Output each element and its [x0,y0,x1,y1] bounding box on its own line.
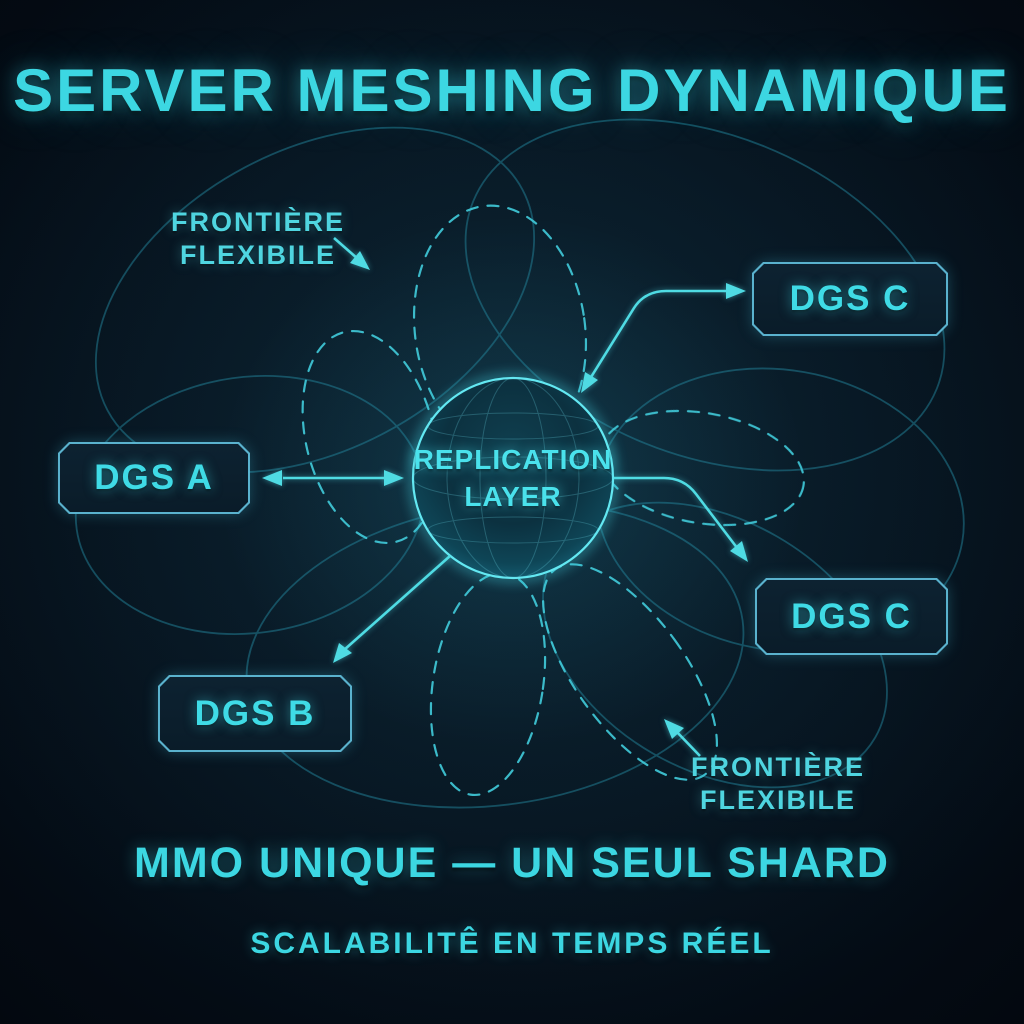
node-dgs-c-top: DGS C [752,262,948,336]
boundary-petal-right [599,409,805,527]
label-line: FRONTIÈRE [170,207,346,237]
replication-layer-label: REPLICATION LAYER [413,433,613,523]
node-dgs-c-right: DGS C [755,578,948,655]
sphere-body [411,376,615,580]
footer-headline: MMO UNIQUE — UN SEUL SHARD [134,839,890,887]
page-title: SERVER MESHING DYNAMIQUE [13,57,1011,124]
arrowhead [726,283,746,299]
node-fill [60,444,248,512]
node-dgs-a: DGS A [58,442,250,514]
node-label: DGS A [94,458,214,497]
label-line: LAYER [464,481,562,512]
label-line: FLEXIBILE [179,240,337,270]
label-line: FRONTIÈRE [690,752,866,782]
flexible-boundary-label-top: FRONTIÈRE FLEXIBILE [171,206,345,272]
mesh-region-outline [464,118,946,472]
arrowhead [333,643,352,663]
arrowhead [350,251,370,270]
node-dgs-b: DGS B [158,675,352,752]
node-fill [160,677,350,750]
boundary-arrow-bottom [674,729,701,757]
link-dgs-c-top [586,289,734,383]
arrowhead [384,470,404,486]
sphere-wireframe [412,377,614,579]
link-dgs-b [343,555,451,651]
footer-subline: SCALABILITÊ EN TEMPS RÉEL [250,927,774,960]
arrowhead [581,372,598,393]
boundary-petal-bottom-left [429,571,547,797]
arrowhead [664,719,684,739]
flexible-boundary-label-bottom: FRONTIÈRE FLEXIBILE [691,751,865,817]
arrowhead [730,541,748,562]
boundary-arrow-top [333,237,359,260]
link-arrows [262,237,748,757]
link-dgs-c-right [614,476,743,554]
node-label: DGS B [194,693,316,733]
replication-sphere [408,373,618,583]
label-line: FLEXIBILE [699,785,857,815]
mesh-region-outline [94,126,536,474]
arrowhead [262,470,282,486]
node-fill [757,580,946,653]
boundary-petal-top [412,204,588,456]
label-line: REPLICATION [413,444,613,475]
node-label: DGS C [791,596,912,636]
node-fill [754,264,946,334]
node-label: DGS C [789,279,911,318]
